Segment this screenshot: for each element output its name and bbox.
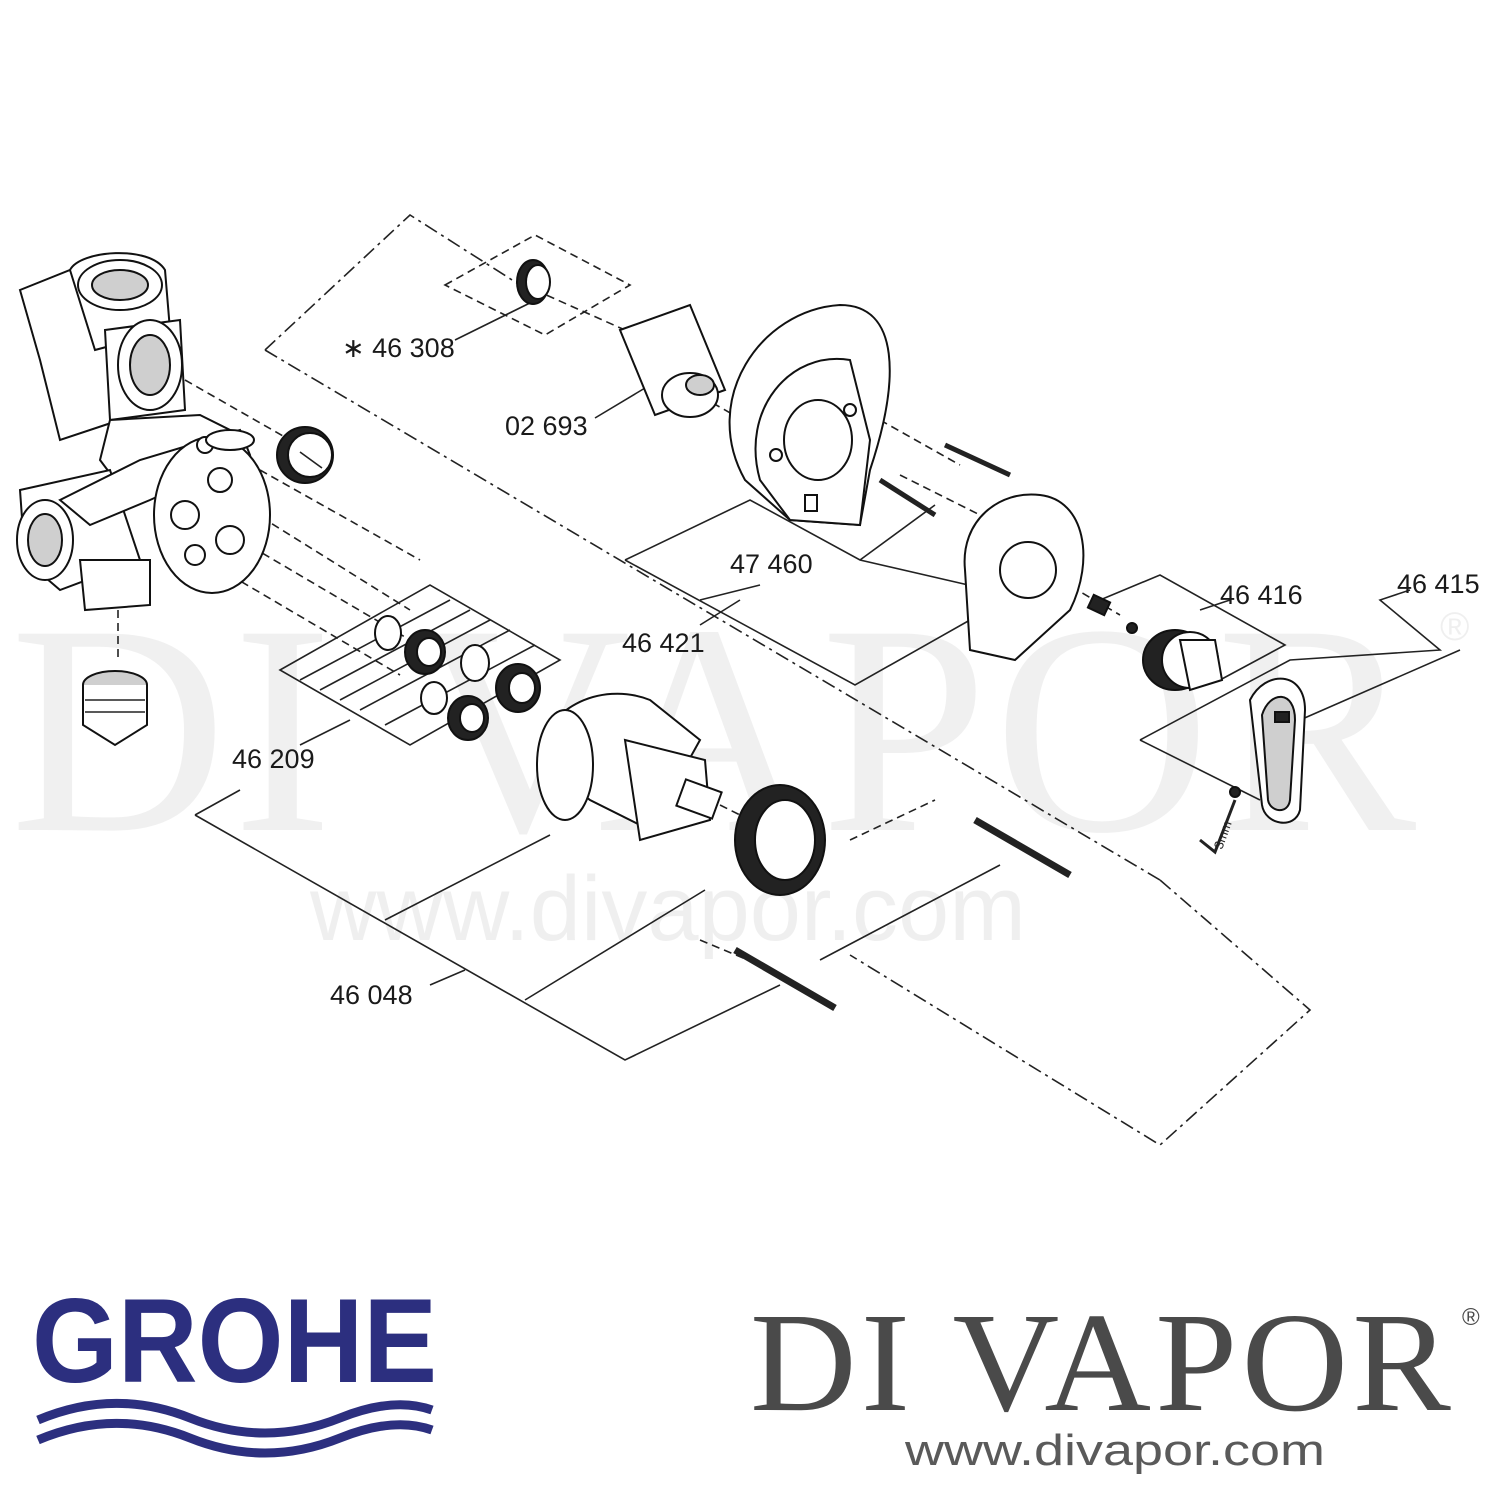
mounting-plate-47460 (728, 303, 891, 527)
escutcheon-plate (963, 493, 1085, 662)
bottom-fitting (82, 670, 148, 747)
label-46048: 46 048 (330, 980, 413, 1010)
divapor-wordmark: DI VAPOR (750, 1283, 1455, 1441)
cartridge-46048 (536, 692, 723, 842)
valve-body (16, 252, 271, 612)
grohe-wave-1 (36, 1398, 434, 1438)
flange-ring (734, 784, 826, 896)
plug-cap (276, 426, 334, 484)
label-46416: 46 416 (1220, 580, 1303, 610)
label-47460: 47 460 (730, 549, 813, 579)
divapor-registered: ® (1462, 1304, 1480, 1331)
label-46308: ∗ 46 308 (342, 333, 455, 363)
label-46209: 46 209 (232, 744, 315, 774)
handle-adapter-46416 (1086, 593, 1224, 692)
watermark-brand: DI VAPOR (10, 563, 1422, 895)
watermark: DI VAPOR www.divapor.com ® (10, 563, 1469, 960)
plate-screws (878, 442, 1012, 518)
divapor-logo: DI VAPOR ® www.divapor.com (750, 1283, 1480, 1475)
grohe-logo: GROHE (32, 1274, 437, 1458)
watermark-registered: ® (1440, 605, 1469, 649)
label-46415: 46 415 (1397, 569, 1480, 599)
part-labels: ∗ 46 308 02 693 47 460 46 421 46 416 46 … (232, 333, 1480, 1010)
grohe-wordmark: GROHE (32, 1274, 437, 1408)
seals-46209 (374, 615, 541, 741)
label-46421: 46 421 (622, 628, 705, 658)
sleeve-02693 (618, 303, 727, 418)
divapor-url: www.divapor.com (904, 1426, 1325, 1475)
long-screws (733, 816, 1072, 1012)
label-02693: 02 693 (505, 411, 588, 441)
part-46308 (516, 259, 551, 305)
watermark-url: www.divapor.com (309, 858, 1026, 960)
lever-handle-46415 (1248, 677, 1307, 824)
grohe-wave-2 (36, 1418, 434, 1458)
